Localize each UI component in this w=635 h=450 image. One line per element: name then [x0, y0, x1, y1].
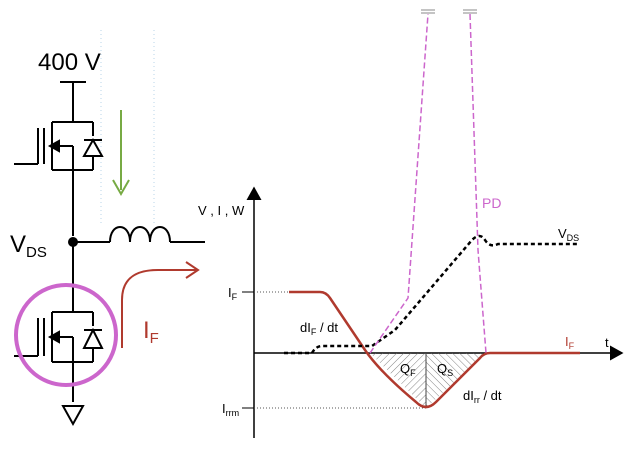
qs-label: QS [437, 361, 453, 378]
waveform-graph: V , I , W t IF Irrm QF QS dIF / dt dIrr … [198, 9, 624, 438]
irrm-level-label: Irrm [222, 401, 239, 418]
vds-voltage-curve [284, 234, 578, 355]
y-axis-label: V , I , W [198, 203, 245, 218]
low-side-mosfet [14, 311, 104, 402]
if-curve-label: IF [565, 334, 575, 351]
ground-symbol [61, 405, 85, 427]
low-side-highlight-circle [14, 283, 118, 387]
pd-label: PD [482, 195, 501, 211]
if-level-label: IF [228, 285, 238, 302]
dif-dt-label: dIF / dt [300, 320, 338, 337]
if-current-label: IF [143, 317, 159, 347]
dirr-dt-label: dIrr / dt [463, 388, 502, 405]
supply-voltage-label: 400 V [38, 49, 101, 76]
vds-node-label: VDS [10, 231, 47, 261]
guide-lines [100, 30, 155, 225]
qf-label: QF [400, 361, 416, 378]
circuit: 400 V VDS [10, 49, 205, 427]
high-side-mosfet [14, 121, 104, 236]
inductor-current-arrow [112, 110, 130, 197]
qf-charge-region [370, 353, 426, 408]
pd-break-marks [421, 9, 477, 14]
if-current-curve [289, 290, 580, 409]
x-axis-label: t [605, 335, 609, 350]
if-current-arrow [121, 261, 200, 348]
vds-curve-label: VDS [558, 226, 579, 243]
pd-power-curve [369, 13, 487, 354]
inductor [73, 226, 205, 243]
